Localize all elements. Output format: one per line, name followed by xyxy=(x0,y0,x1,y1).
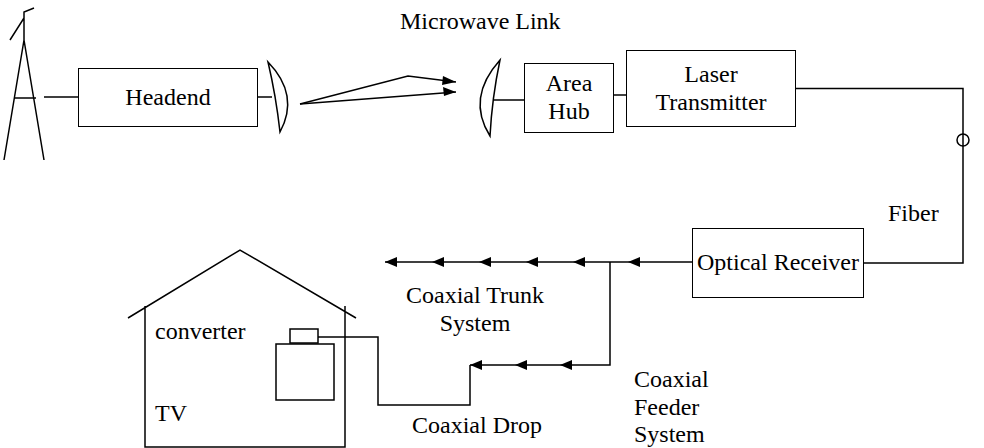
connector xyxy=(614,94,626,96)
hub-box: Area Hub xyxy=(524,63,614,133)
fiber-label: Fiber xyxy=(888,200,958,228)
headend-box: Headend xyxy=(78,68,258,127)
box-label: Laser Transmitter xyxy=(627,61,795,116)
trunk-line xyxy=(385,261,698,263)
transmitter-box: Laser Transmitter xyxy=(626,50,796,127)
system-label: Coaxial Feeder System xyxy=(634,366,734,448)
box-label: Area Hub xyxy=(525,70,613,125)
house-outline xyxy=(128,250,356,447)
link-label: Microwave Link xyxy=(400,8,600,36)
wire xyxy=(258,96,272,98)
antenna-tower xyxy=(4,8,78,160)
converter-box xyxy=(290,329,318,343)
box-label: Headend xyxy=(125,84,210,112)
system-label: Coaxial Trunk System xyxy=(400,282,550,337)
dish-antenna xyxy=(480,60,500,136)
tv-set xyxy=(276,344,334,400)
receiver-box: Optical Receiver xyxy=(692,228,864,298)
microwave-beam xyxy=(300,92,456,104)
drop-cable xyxy=(318,337,470,405)
microwave-beam xyxy=(300,76,456,104)
box-label: Optical Receiver xyxy=(697,249,859,277)
device-label: converter xyxy=(155,318,265,346)
device-label: TV xyxy=(155,400,215,428)
dish-antenna xyxy=(268,62,288,132)
cable-label: Coaxial Drop xyxy=(412,412,572,440)
